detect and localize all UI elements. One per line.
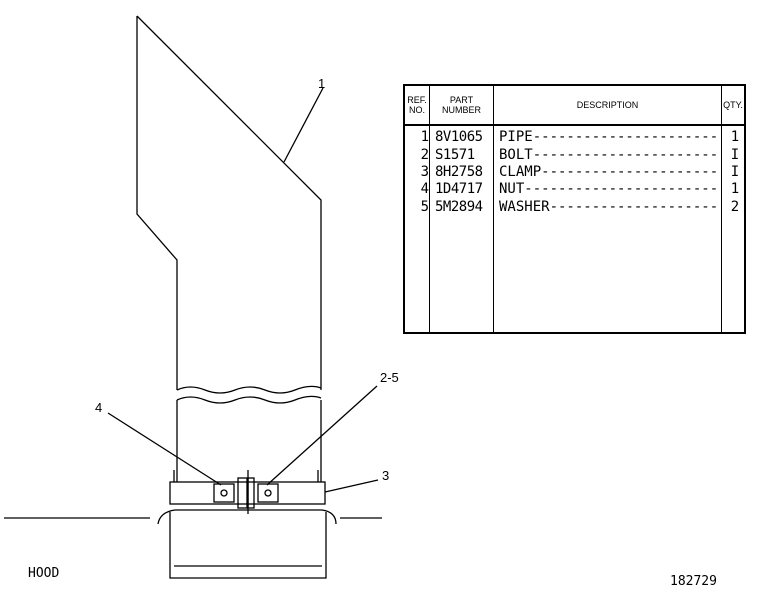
pipe-upper bbox=[136, 15, 322, 390]
description: PIPE----------------------------- bbox=[499, 129, 719, 145]
table-row: 5 5M2894 WASHER-------------------------… bbox=[405, 199, 744, 216]
ref-no: 1 bbox=[420, 129, 429, 145]
break-line-top bbox=[176, 385, 322, 394]
hood-label: HOOD bbox=[28, 566, 60, 581]
qty: 1 bbox=[730, 181, 740, 197]
ref-no: 5 bbox=[420, 199, 429, 215]
description: WASHER------------------------- bbox=[499, 199, 719, 215]
callout-4: 4 bbox=[95, 400, 103, 415]
table-row: 3 8H2758 CLAMP--------------------------… bbox=[405, 164, 744, 181]
header-part-number: PART NUMBER bbox=[430, 86, 493, 126]
part-number: 8V1065 bbox=[435, 129, 483, 145]
parts-table: REF. NO. PART NUMBER DESCRIPTION QTY. 1 … bbox=[403, 84, 746, 334]
description: NUT------------------------------ bbox=[499, 181, 719, 197]
column-divider bbox=[721, 86, 722, 332]
column-divider bbox=[493, 86, 494, 332]
ref-no: 4 bbox=[420, 181, 429, 197]
table-row: 4 1D4717 NUT----------------------------… bbox=[405, 181, 744, 198]
clamp-washer bbox=[257, 483, 279, 503]
hood-base bbox=[169, 512, 327, 579]
ref-no: 2 bbox=[420, 147, 429, 163]
pipe-lower bbox=[176, 400, 322, 482]
header-description: DESCRIPTION bbox=[494, 86, 721, 126]
part-number: 8H2758 bbox=[435, 164, 483, 180]
qty: 1 bbox=[730, 129, 740, 145]
callout-2-5: 2-5 bbox=[380, 370, 399, 385]
ref-no: 3 bbox=[420, 164, 429, 180]
header-qty: QTY. bbox=[722, 86, 744, 126]
part-number: 5M2894 bbox=[435, 199, 483, 215]
table-row: 1 8V1065 PIPE---------------------------… bbox=[405, 129, 744, 146]
qty: I bbox=[730, 164, 740, 180]
part-number: S1571 bbox=[435, 147, 475, 163]
qty: 2 bbox=[730, 199, 740, 215]
leader-1 bbox=[283, 87, 324, 163]
qty: I bbox=[730, 147, 740, 163]
clamp-nut bbox=[213, 483, 235, 503]
break-line-bottom bbox=[176, 395, 322, 404]
figure-number: 182729 bbox=[670, 574, 717, 589]
leader-4 bbox=[107, 412, 222, 486]
clamp-strap bbox=[157, 509, 337, 525]
leader-3 bbox=[324, 479, 379, 493]
description: CLAMP---------------------------- bbox=[499, 164, 719, 180]
column-divider bbox=[429, 86, 430, 332]
table-row: 2 S1571 BOLT----------------------------… bbox=[405, 147, 744, 164]
callout-1: 1 bbox=[318, 76, 326, 91]
callout-3: 3 bbox=[382, 468, 390, 483]
part-number: 1D4717 bbox=[435, 181, 483, 197]
leader-2-5 bbox=[266, 385, 378, 486]
description: BOLT----------------------------- bbox=[499, 147, 719, 163]
header-ref-no: REF. NO. bbox=[405, 86, 429, 126]
